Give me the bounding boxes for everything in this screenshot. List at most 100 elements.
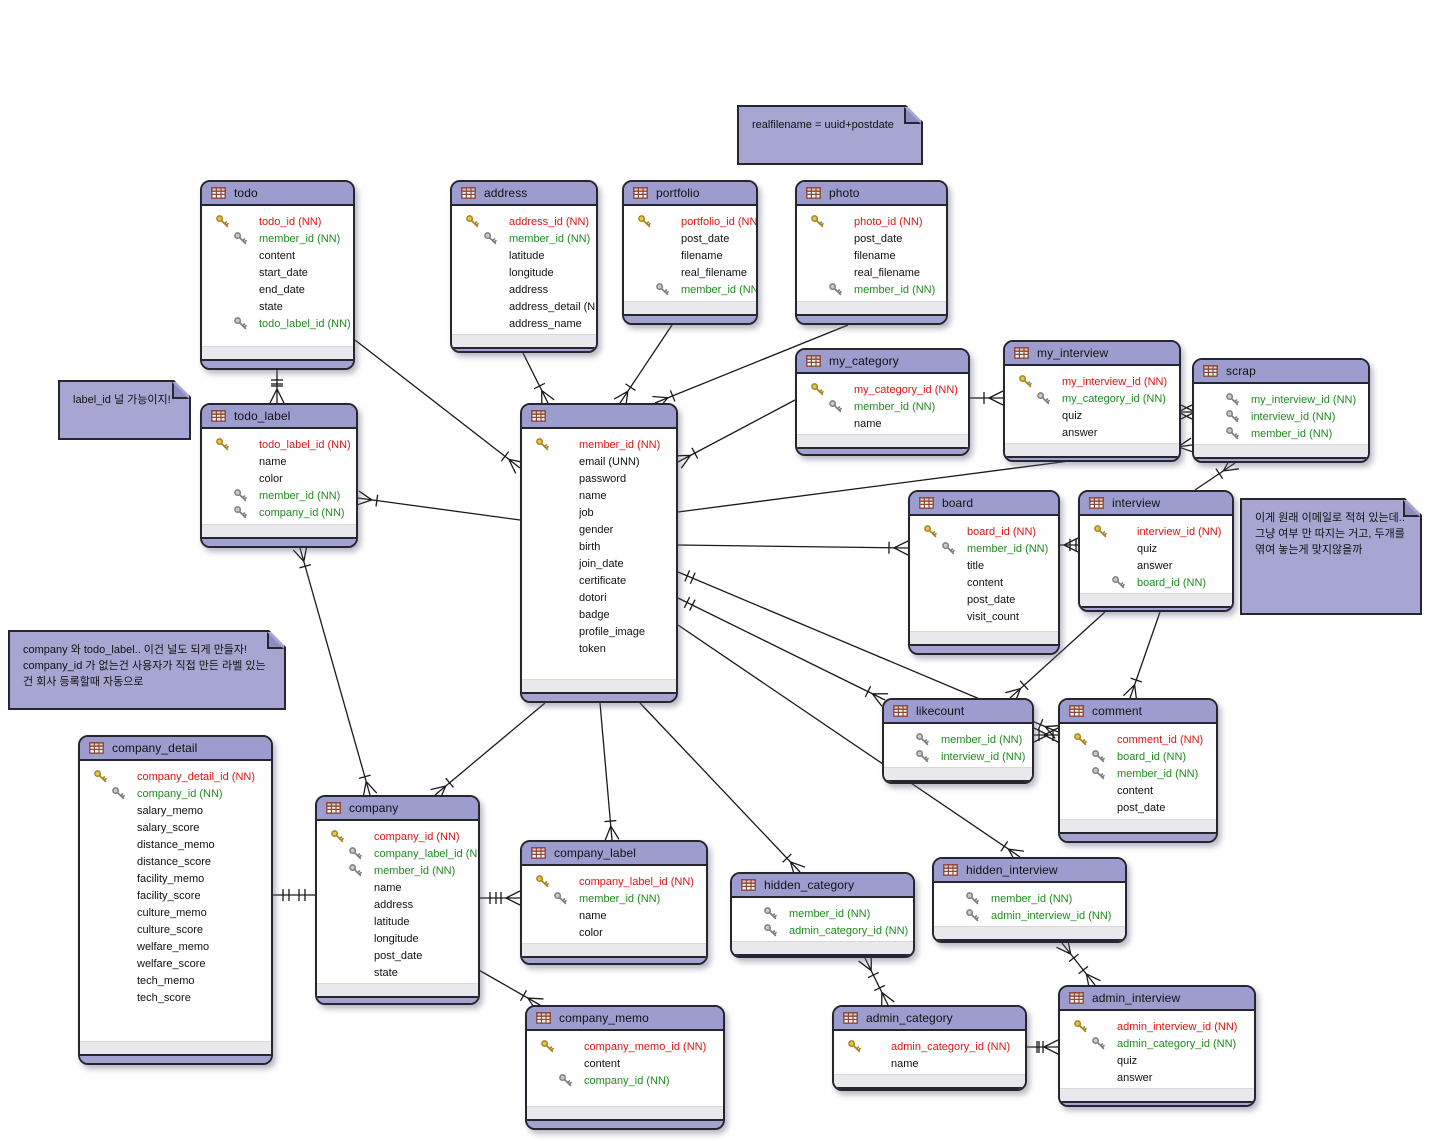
field-distance_score[interactable]: distance_score xyxy=(80,853,271,870)
field-facility_memo[interactable]: facility_memo xyxy=(80,870,271,887)
table-header-todo[interactable]: todo xyxy=(202,182,353,206)
field-my_interview_id[interactable]: my_interview_id (NN) xyxy=(1194,391,1368,408)
field-admin_interview_id[interactable]: admin_interview_id (NN) xyxy=(934,907,1125,924)
field-company_label_id[interactable]: company_label_id (NN) xyxy=(522,873,706,890)
field-member_id[interactable]: member_id (NN) xyxy=(202,230,353,247)
field-admin_interview_id[interactable]: admin_interview_id (NN) xyxy=(1060,1018,1254,1035)
field-admin_category_id[interactable]: admin_category_id (NN) xyxy=(1060,1035,1254,1052)
field-longitude[interactable]: longitude xyxy=(317,930,478,947)
field-content[interactable]: content xyxy=(202,247,353,264)
field-badge[interactable]: badge xyxy=(522,606,676,623)
field-visit_count[interactable]: visit_count xyxy=(910,608,1058,625)
table-header-hidden_interview[interactable]: hidden_interview xyxy=(934,859,1125,883)
field-my_category_id[interactable]: my_category_id (NN) xyxy=(1005,390,1179,407)
note-label[interactable]: label_id 널 가능이지! xyxy=(58,380,191,440)
field-interview_id[interactable]: interview_id (NN) xyxy=(1194,408,1368,425)
field-company_memo_id[interactable]: company_memo_id (NN) xyxy=(527,1038,723,1055)
table-header-my_interview[interactable]: my_interview xyxy=(1005,342,1179,366)
field-member_id[interactable]: member_id (NN) xyxy=(732,905,913,922)
table-header-interview[interactable]: interview xyxy=(1080,492,1232,516)
table-company_label[interactable]: company_label company_label_id (NN)member… xyxy=(520,840,708,965)
field-quiz[interactable]: quiz xyxy=(1005,407,1179,424)
table-company[interactable]: company company_id (NN)company_label_id (… xyxy=(315,795,480,1005)
field-admin_category_id[interactable]: admin_category_id (NN) xyxy=(732,922,913,939)
table-header-likecount[interactable]: likecount xyxy=(884,700,1032,724)
field-member_id[interactable]: member_id (NN) xyxy=(317,862,478,879)
field-company_id[interactable]: company_id (NN) xyxy=(80,785,271,802)
field-address[interactable]: address xyxy=(317,896,478,913)
field-content[interactable]: content xyxy=(1060,782,1216,799)
field-content[interactable]: content xyxy=(910,574,1058,591)
table-hidden_category[interactable]: hidden_category member_id (NN)admin_categ… xyxy=(730,872,915,958)
field-my_interview_id[interactable]: my_interview_id (NN) xyxy=(1005,373,1179,390)
field-answer[interactable]: answer xyxy=(1060,1069,1254,1086)
field-member_id[interactable]: member_id (NN) xyxy=(797,398,968,415)
field-real_filename[interactable]: real_filename xyxy=(797,264,946,281)
field-welfare_memo[interactable]: welfare_memo xyxy=(80,938,271,955)
table-header-scrap[interactable]: scrap xyxy=(1194,360,1368,384)
field-end_date[interactable]: end_date xyxy=(202,281,353,298)
table-header-company[interactable]: company xyxy=(317,797,478,821)
table-header-admin_interview[interactable]: admin_interview xyxy=(1060,987,1254,1011)
field-welfare_score[interactable]: welfare_score xyxy=(80,955,271,972)
field-name[interactable]: name xyxy=(522,907,706,924)
field-color[interactable]: color xyxy=(202,470,356,487)
field-latitude[interactable]: latitude xyxy=(452,247,596,264)
field-real_filename[interactable]: real_filename xyxy=(624,264,756,281)
field-state[interactable]: state xyxy=(202,298,353,315)
field-member_id[interactable]: member_id (NN) xyxy=(1060,765,1216,782)
field-company_id[interactable]: company_id (NN) xyxy=(317,828,478,845)
table-header-hidden_category[interactable]: hidden_category xyxy=(732,874,913,898)
field-name[interactable]: name xyxy=(797,415,968,432)
field-tech_score[interactable]: tech_score xyxy=(80,989,271,1006)
field-address[interactable]: address xyxy=(452,281,596,298)
field-longitude[interactable]: longitude xyxy=(452,264,596,281)
field-distance_memo[interactable]: distance_memo xyxy=(80,836,271,853)
field-company_label_id[interactable]: company_label_id (NN) xyxy=(317,845,478,862)
table-admin_interview[interactable]: admin_interview admin_interview_id (NN)ad… xyxy=(1058,985,1256,1107)
field-interview_id[interactable]: interview_id (NN) xyxy=(1080,523,1232,540)
table-my_interview[interactable]: my_interview my_interview_id (NN)my_categ… xyxy=(1003,340,1181,462)
field-member_id[interactable]: member_id (NN) xyxy=(884,731,1032,748)
field-filename[interactable]: filename xyxy=(624,247,756,264)
table-todo[interactable]: todo todo_id (NN)member_id (NN)content sta… xyxy=(200,180,355,370)
field-todo_id[interactable]: todo_id (NN) xyxy=(202,213,353,230)
table-header-company_label[interactable]: company_label xyxy=(522,842,706,866)
field-name[interactable]: name xyxy=(522,487,676,504)
field-company_id[interactable]: company_id (NN) xyxy=(202,504,356,521)
field-member_id[interactable]: member_id (NN) xyxy=(1194,425,1368,442)
field-todo_label_id[interactable]: todo_label_id (NN) xyxy=(202,315,353,332)
field-color[interactable]: color xyxy=(522,924,706,941)
field-admin_category_id[interactable]: admin_category_id (NN) xyxy=(834,1038,1025,1055)
note-company[interactable]: company 와 todo_label.. 이건 널도 되게 만들자! com… xyxy=(8,630,286,710)
field-job[interactable]: job xyxy=(522,504,676,521)
field-facility_score[interactable]: facility_score xyxy=(80,887,271,904)
field-member_id[interactable]: member_id (NN) xyxy=(522,890,706,907)
field-todo_label_id[interactable]: todo_label_id (NN) xyxy=(202,436,356,453)
field-interview_id[interactable]: interview_id (NN) xyxy=(884,748,1032,765)
field-company_id[interactable]: company_id (NN) xyxy=(527,1072,723,1089)
table-header-my_category[interactable]: my_category xyxy=(797,350,968,374)
field-member_id[interactable]: member_id (NN) xyxy=(522,436,676,453)
table-likecount[interactable]: likecount member_id (NN)interview_id (NN) xyxy=(882,698,1034,784)
field-password[interactable]: password xyxy=(522,470,676,487)
table-header-todo_label[interactable]: todo_label xyxy=(202,405,356,429)
field-member_id[interactable]: member_id (NN) xyxy=(910,540,1058,557)
field-email[interactable]: email (UNN) xyxy=(522,453,676,470)
field-filename[interactable]: filename xyxy=(797,247,946,264)
field-culture_score[interactable]: culture_score xyxy=(80,921,271,938)
table-header-admin_category[interactable]: admin_category xyxy=(834,1007,1025,1031)
field-answer[interactable]: answer xyxy=(1005,424,1179,441)
field-certificate[interactable]: certificate xyxy=(522,572,676,589)
field-post_date[interactable]: post_date xyxy=(910,591,1058,608)
